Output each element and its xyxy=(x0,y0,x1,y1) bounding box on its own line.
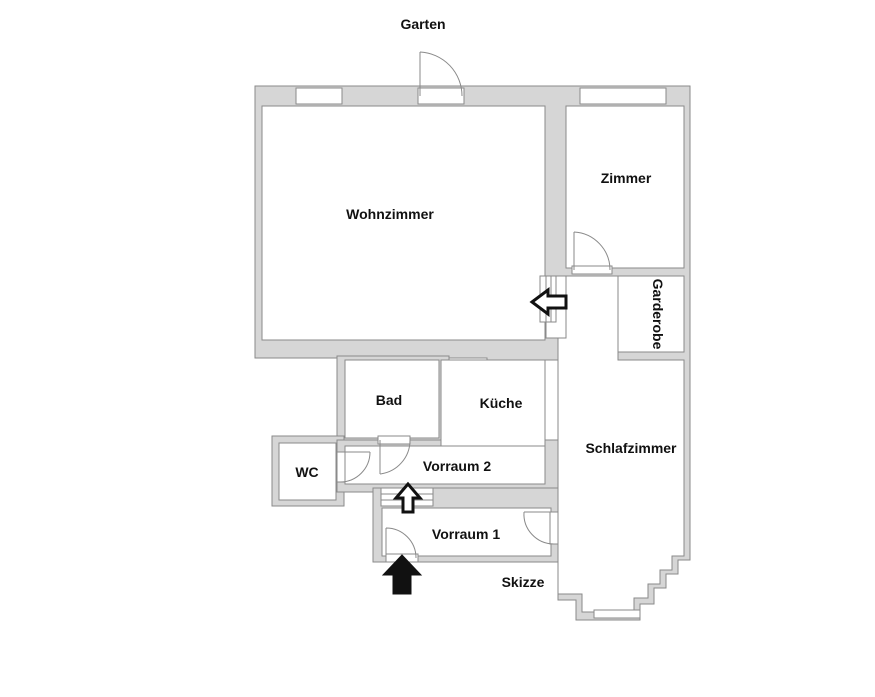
label-zimmer: Zimmer xyxy=(601,170,652,186)
rooms xyxy=(261,105,685,613)
label-vorraum2: Vorraum 2 xyxy=(423,458,491,474)
label-skizze: Skizze xyxy=(502,574,545,590)
door-garten xyxy=(417,51,465,105)
door-wc xyxy=(336,451,371,483)
window-wohnzimmer xyxy=(295,87,343,105)
arrow-left-outline-icon xyxy=(529,287,568,317)
label-vorraum1: Vorraum 1 xyxy=(432,526,500,542)
arrow-up-outline-icon xyxy=(392,481,424,514)
label-wohnzimmer: Wohnzimmer xyxy=(346,206,434,222)
arrow-up-solid-icon xyxy=(381,554,423,595)
label-schlafzimmer: Schlafzimmer xyxy=(585,440,677,456)
labels: Garten Wohnzimmer Zimmer Garderobe Bad K… xyxy=(295,16,677,590)
room-schlafzimmer xyxy=(557,275,685,613)
room-wc xyxy=(278,442,337,501)
label-kueche: Küche xyxy=(480,395,523,411)
window-zimmer xyxy=(579,87,667,105)
room-vorraum1 xyxy=(381,507,552,557)
label-wc: WC xyxy=(295,464,318,480)
door-bad xyxy=(377,435,411,475)
room-zimmer xyxy=(565,105,685,269)
label-bad: Bad xyxy=(376,392,402,408)
door-zimmer xyxy=(571,231,613,275)
label-garten: Garten xyxy=(400,16,445,32)
room-garderobe xyxy=(617,275,685,353)
door-vorraum1-side xyxy=(523,511,559,545)
room-wohnzimmer xyxy=(261,105,546,341)
label-garderobe: Garderobe xyxy=(650,279,666,350)
room-bad xyxy=(344,359,440,439)
room-vorraum2 xyxy=(344,445,546,485)
windows xyxy=(295,87,667,619)
window-schlafzimmer xyxy=(593,609,641,619)
